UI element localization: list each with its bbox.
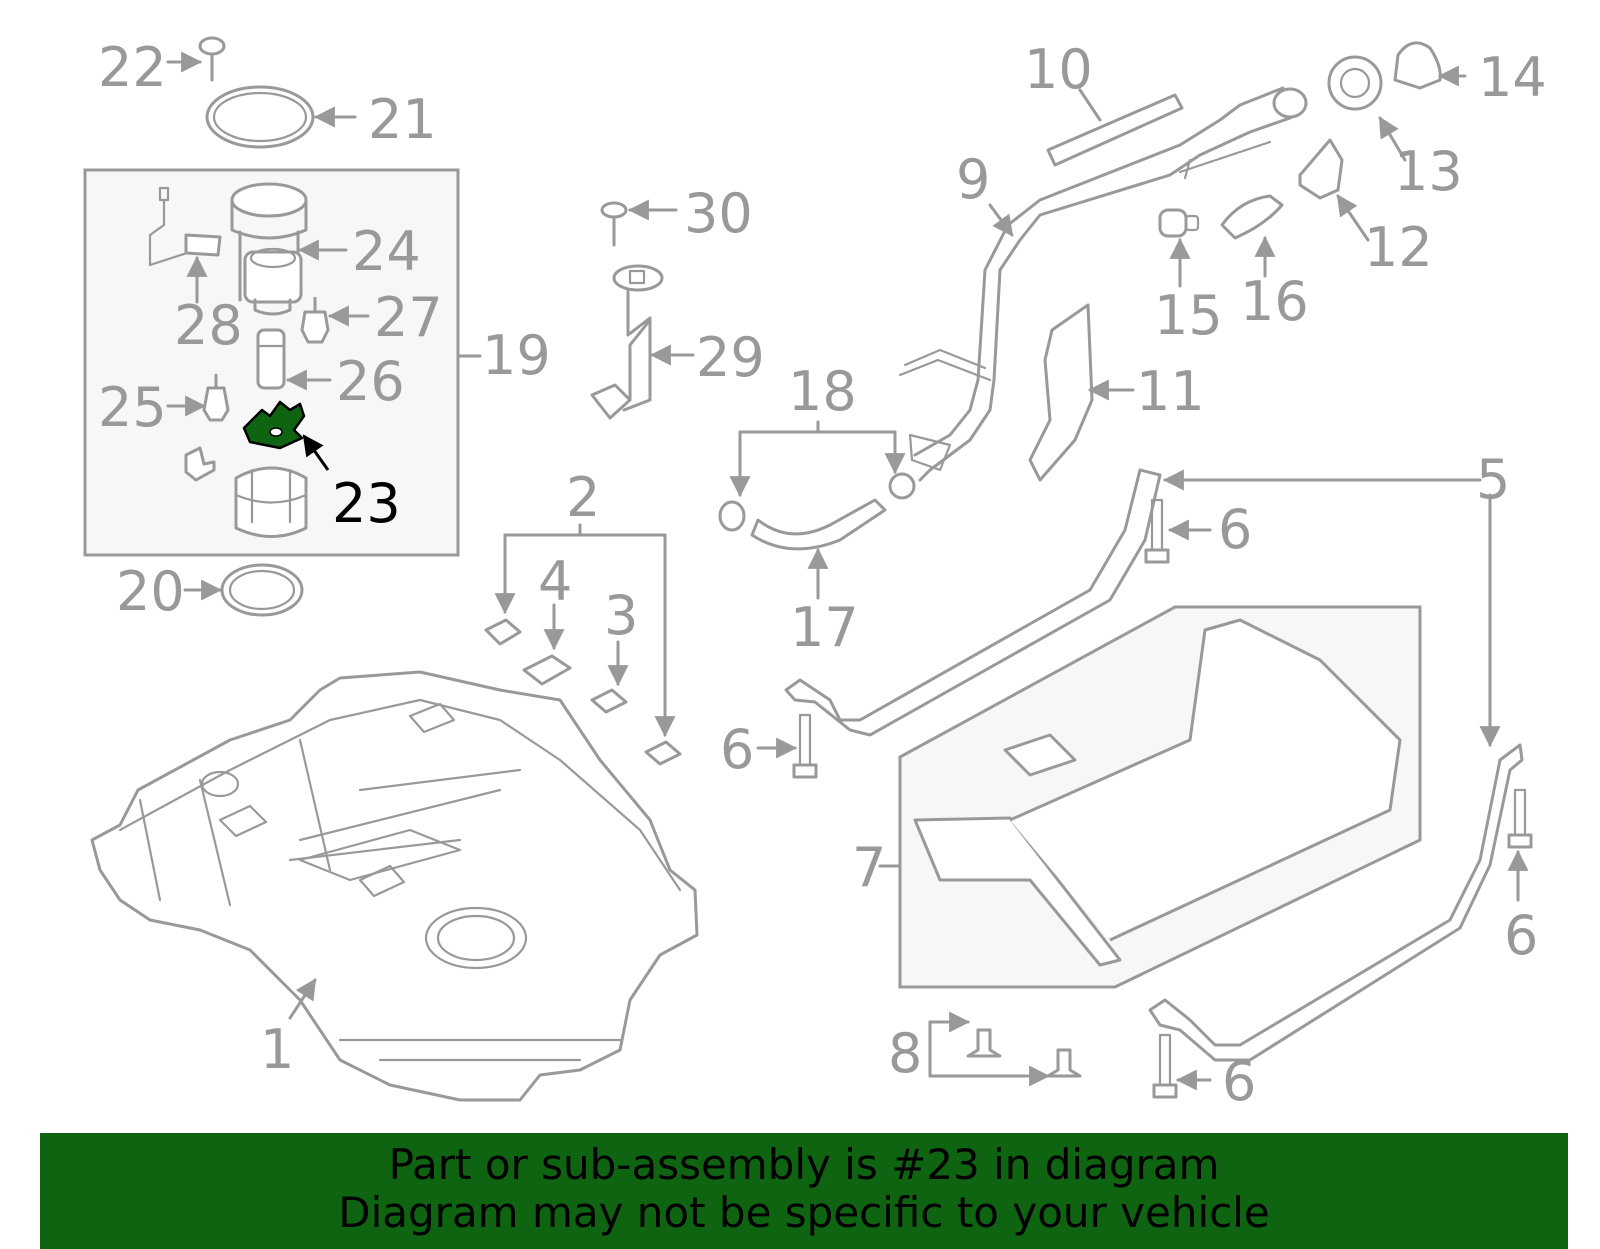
callout-20: 20 <box>116 560 185 623</box>
part-20-seal <box>220 563 304 617</box>
callout-5: 5 <box>1476 448 1510 511</box>
callout-13: 13 <box>1394 140 1463 203</box>
callout-18: 18 <box>788 360 857 423</box>
callout-17: 17 <box>790 596 859 659</box>
banner-line-2: Diagram may not be specific to your vehi… <box>338 1188 1270 1237</box>
part-30-screw <box>600 201 628 247</box>
part-10-strip <box>1046 93 1184 167</box>
callout-9: 9 <box>956 148 990 211</box>
part-16-hose <box>1220 194 1284 240</box>
callout-21: 21 <box>368 88 437 151</box>
callout-25: 25 <box>98 376 167 439</box>
banner-line-1: Part or sub-assembly is #23 in diagram <box>388 1140 1220 1189</box>
callout-15: 15 <box>1154 284 1223 347</box>
part-29-sensor <box>590 264 664 420</box>
leader-lines <box>166 51 1529 1091</box>
callout-28: 28 <box>174 294 243 357</box>
part-6-bolts <box>792 498 1533 1099</box>
part-21-plate <box>205 85 315 149</box>
part-28-sender <box>148 186 222 267</box>
callout-4: 4 <box>538 550 572 613</box>
pads-group <box>484 523 682 766</box>
callout-6a: 6 <box>1218 498 1252 561</box>
callout-23: 23 <box>332 472 401 535</box>
callout-27: 27 <box>374 286 443 349</box>
callout-24: 24 <box>352 220 421 283</box>
callout-labels: 22 21 24 28 27 19 26 25 23 20 30 29 2 4 … <box>98 36 1547 1113</box>
callout-29: 29 <box>696 326 765 389</box>
callout-6b: 6 <box>720 718 754 781</box>
callout-7: 7 <box>852 836 886 899</box>
callout-6c: 6 <box>1504 904 1538 967</box>
callout-14: 14 <box>1478 46 1547 109</box>
part-14-cap <box>1393 41 1442 90</box>
callout-11: 11 <box>1136 360 1205 423</box>
part-18-clamps <box>718 420 916 532</box>
part-5-straps <box>784 468 1524 1062</box>
callout-30: 30 <box>684 182 753 245</box>
callout-26: 26 <box>336 350 405 413</box>
callout-3: 3 <box>604 584 638 647</box>
part-13-grommet <box>1327 55 1383 111</box>
callout-16: 16 <box>1240 270 1309 333</box>
part-8-bolts <box>928 1011 1082 1087</box>
part-26-filter <box>256 328 286 390</box>
part-7-shield-box <box>878 605 1422 989</box>
part-12-bracket <box>1298 138 1344 200</box>
part-17-hose <box>750 498 887 551</box>
callout-12: 12 <box>1364 216 1433 279</box>
part-15-fitting <box>1158 208 1200 238</box>
part-23-highlighted <box>242 400 306 450</box>
callout-6d: 6 <box>1222 1050 1256 1113</box>
part-1-fuel-tank <box>90 670 699 1102</box>
callout-8: 8 <box>888 1022 922 1085</box>
callout-1: 1 <box>260 1018 294 1081</box>
part-reservoir <box>234 466 308 538</box>
part-22-screw <box>198 36 226 82</box>
part-27-valve <box>300 297 330 344</box>
info-banner: Part or sub-assembly is #23 in diagram D… <box>40 1133 1568 1249</box>
callout-2: 2 <box>566 466 600 529</box>
callout-10: 10 <box>1024 38 1093 101</box>
pump-module-group <box>83 168 482 557</box>
callout-19: 19 <box>482 324 551 387</box>
part-11-shield <box>1028 303 1094 482</box>
callout-22: 22 <box>98 36 167 99</box>
part-24-pump <box>230 182 308 316</box>
